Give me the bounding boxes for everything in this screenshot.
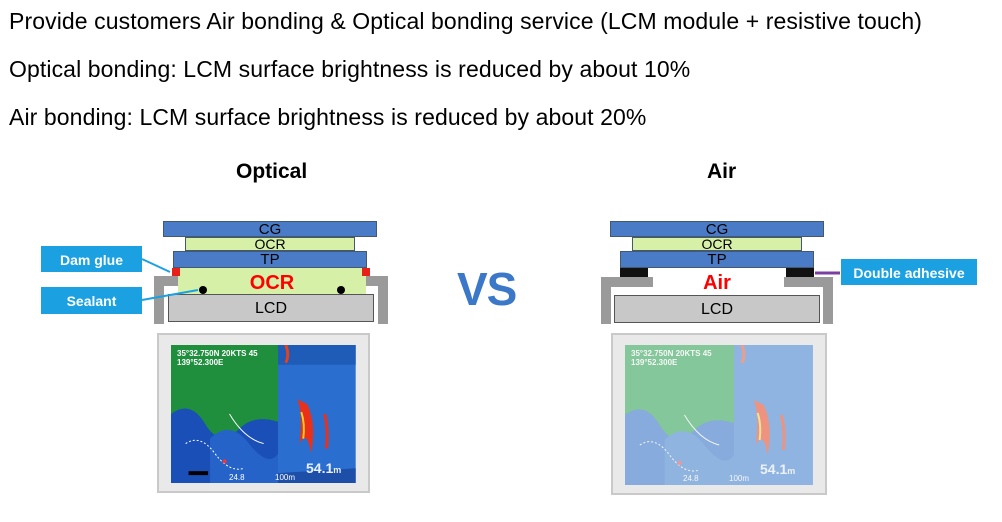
optical-dam-glue-right [362, 268, 370, 276]
optical-screen-left-val: 24.8 [229, 473, 245, 482]
air-frame-right-side [823, 277, 833, 324]
optical-dam-glue-left [172, 268, 180, 276]
air-screen-coord-2: 139°52.300E [631, 358, 678, 367]
optical-depth-value: 54.1 [306, 460, 334, 476]
intro-line-3: Air bonding: LCM surface brightness is r… [9, 104, 647, 130]
air-depth-unit: m [787, 466, 796, 476]
air-ocr-layer: OCR [632, 237, 802, 251]
optical-screen-coord-1: 35°32.750N 20KTS 45 [177, 349, 258, 358]
air-screen-left-val: 24.8 [683, 474, 699, 483]
air-fill-label: Air [703, 272, 731, 294]
optical-depth-unit: m [333, 465, 342, 475]
optical-heading: Optical [236, 160, 308, 183]
optical-lcd-layer: LCD [168, 294, 374, 322]
air-lcd-layer: LCD [614, 295, 820, 323]
optical-sonar-panel [278, 345, 356, 483]
air-sonar-panel [734, 345, 813, 485]
air-heading: Air [707, 160, 737, 183]
optical-ocr-layer: OCR [185, 237, 355, 251]
air-screen-scale: 100m [729, 474, 750, 483]
optical-sealant-right [337, 286, 345, 294]
optical-screen-coord-2: 139°52.300E [177, 358, 224, 367]
air-depth-value: 54.1 [760, 461, 788, 477]
optical-display-photo: 35°32.750N 20KTS 45 139°52.300E 54.1m 10… [157, 333, 370, 493]
air-double-adhesive-left [620, 268, 648, 277]
optical-frame-left-side [154, 276, 164, 324]
dam-glue-leader [141, 258, 171, 273]
intro-line-1: Provide customers Air bonding & Optical … [9, 8, 923, 34]
air-display-photo: 35°32.750N 20KTS 45 139°52.300E 54.1m 10… [611, 333, 827, 495]
air-double-adhesive-right [786, 268, 814, 277]
optical-fill-label: OCR [249, 272, 295, 294]
air-screen-coord-1: 35°32.750N 20KTS 45 [631, 349, 712, 358]
air-chart-map [625, 345, 735, 485]
optical-chart-map [171, 345, 279, 483]
air-gap: Air [650, 268, 784, 294]
optical-ocr-fill: OCR [178, 268, 366, 294]
double-adhesive-callout: Double adhesive [841, 259, 977, 285]
sealant-callout: Sealant [41, 287, 142, 314]
optical-cg-layer: CG [163, 221, 377, 237]
air-frame-left-side [601, 277, 611, 324]
sealant-leader [141, 289, 199, 301]
air-tp-layer: TP [620, 251, 814, 268]
air-cg-layer: CG [610, 221, 824, 237]
optical-tp-layer: TP [173, 251, 367, 268]
optical-screen-depth: 54.1m [306, 460, 341, 476]
air-frame-left-top [609, 277, 653, 287]
intro-line-2: Optical bonding: LCM surface brightness … [9, 56, 691, 82]
optical-sealant-left [199, 286, 207, 294]
air-screen-depth: 54.1m [760, 461, 795, 477]
optical-screen-scale: 100m [275, 473, 296, 482]
optical-frame-right-side [378, 276, 388, 324]
vs-label: VS [457, 263, 517, 315]
dam-glue-callout: Dam glue [41, 246, 142, 272]
air-frame-right-top [784, 277, 832, 287]
